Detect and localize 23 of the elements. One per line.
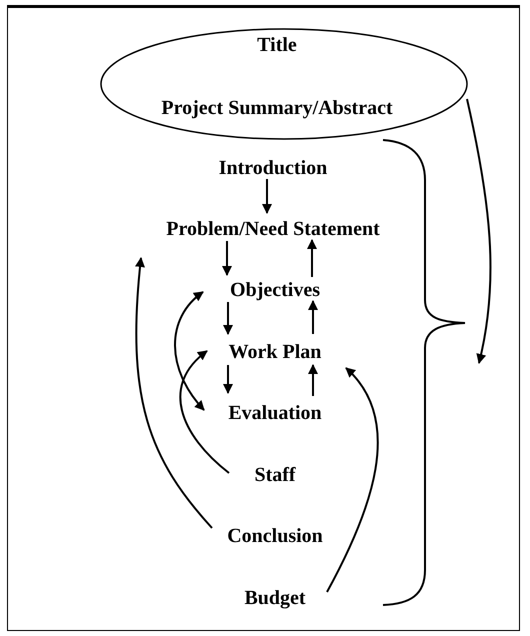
arrow bbox=[222, 241, 232, 276]
arrow bbox=[308, 300, 318, 334]
section-label: Evaluation bbox=[228, 402, 322, 424]
arrow bbox=[223, 302, 233, 335]
section-label: Objectives bbox=[230, 279, 320, 301]
arrow bbox=[262, 179, 272, 214]
arrow bbox=[307, 239, 317, 277]
arrow bbox=[308, 364, 318, 396]
section-label: Project Summary/Abstract bbox=[161, 97, 393, 119]
title-text: Title bbox=[257, 34, 297, 56]
curly-brace bbox=[382, 139, 466, 606]
arrow bbox=[179, 350, 230, 474]
arrow bbox=[135, 257, 213, 529]
arrow bbox=[174, 291, 205, 411]
section-label: Work Plan bbox=[228, 341, 322, 363]
section-label: Problem/Need Statement bbox=[166, 218, 380, 240]
arrow bbox=[326, 367, 379, 592]
arrow bbox=[223, 365, 233, 394]
section-label: Budget bbox=[244, 587, 306, 609]
arrow bbox=[466, 98, 492, 364]
section-label: Conclusion bbox=[227, 525, 323, 547]
section-label: Staff bbox=[254, 464, 296, 486]
section-label: Introduction bbox=[218, 157, 328, 179]
